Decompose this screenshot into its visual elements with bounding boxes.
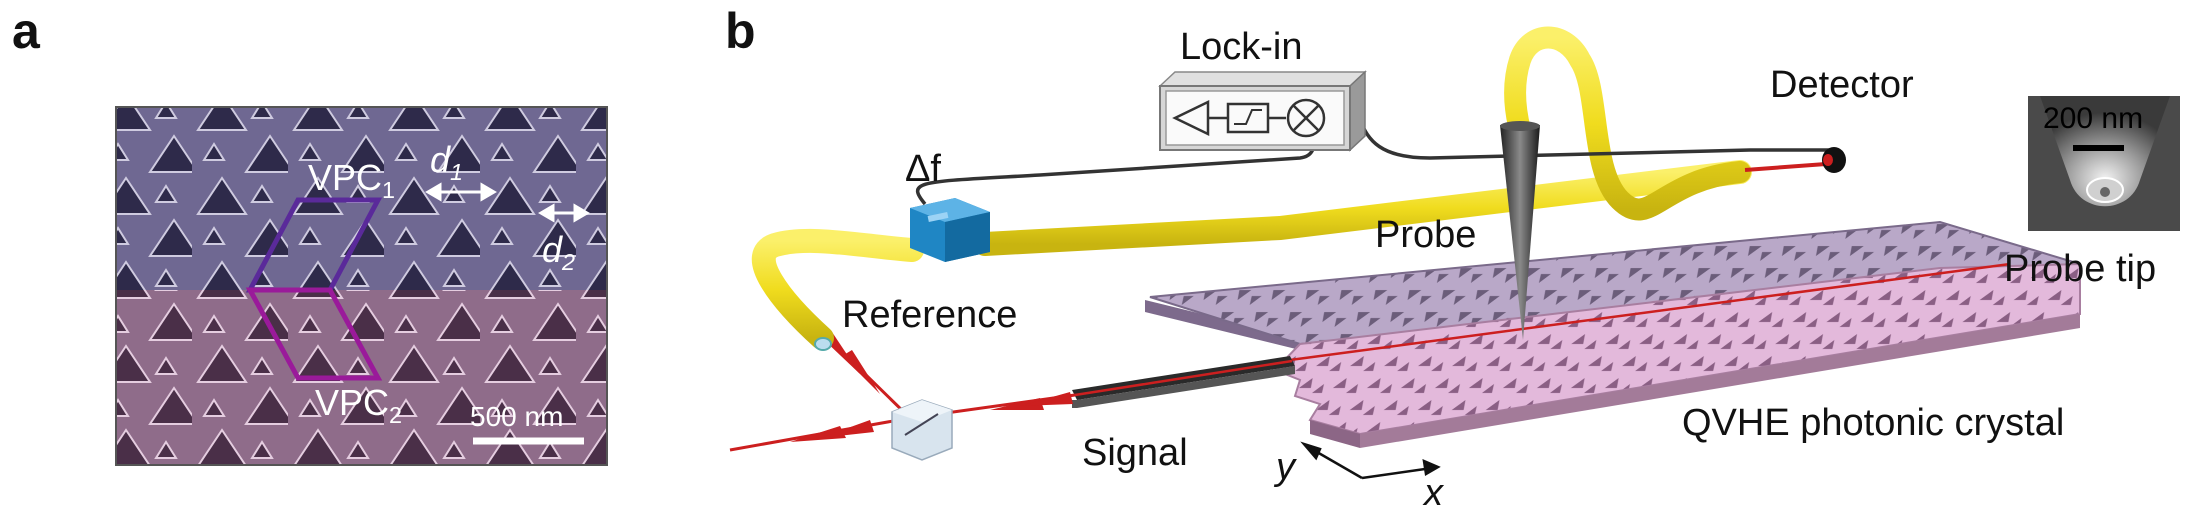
- d1-label: d1: [430, 139, 464, 186]
- beam-splitter-cube: [891, 399, 953, 461]
- mixer-icon: [1286, 98, 1326, 138]
- crystal-upper-side: [1145, 300, 1300, 350]
- domain-wall: [1289, 262, 2011, 362]
- coordinate-axes: [1300, 441, 1441, 480]
- panel-a-letter: a: [12, 3, 40, 59]
- panel-b-letter: b: [725, 3, 756, 59]
- probe-needle: [1500, 125, 1540, 340]
- d1-arrow: [425, 182, 497, 202]
- electrical-cables: [915, 119, 1845, 206]
- axis-x-label: x: [1424, 472, 1443, 514]
- probe-tip-sem: [2028, 96, 2180, 231]
- sem-scale-label: 500 nm: [470, 401, 564, 432]
- fiber-reference-arm: [751, 228, 924, 350]
- probe-top: [1500, 121, 1540, 131]
- vpc2-label: VPC2: [315, 382, 403, 429]
- sem-image: [115, 106, 608, 466]
- crystal-lower-edge: [1310, 420, 1360, 448]
- axis-y-label: y: [1276, 446, 1295, 488]
- d2-label: d2: [542, 229, 576, 276]
- lockin-amplifier: [1158, 70, 1367, 152]
- lockin-label: Lock-in: [1180, 26, 1303, 68]
- frequency-shifter: [910, 198, 990, 262]
- fiber-probe-loop: [1504, 26, 1751, 221]
- detector: [1822, 147, 1846, 173]
- signal-label: Signal: [1082, 432, 1188, 474]
- crystal-lower-side: [1360, 314, 2080, 448]
- probe-label: Probe: [1375, 214, 1477, 256]
- laser-arrow-1: [790, 426, 846, 442]
- fiber-main-arm: [973, 160, 1752, 256]
- reference-label: Reference: [842, 294, 1018, 336]
- tip-scale-label: 200 nm: [2043, 102, 2144, 135]
- detector-fiber: [1744, 162, 1827, 172]
- vpc2-unit-cell: [245, 287, 383, 381]
- sem-frame: [115, 106, 608, 466]
- photonic-crystal: [1145, 220, 2081, 448]
- fiber-endface: [814, 337, 832, 351]
- laser-arrow-5: [842, 350, 880, 394]
- laser-arrow-4: [1020, 392, 1073, 406]
- vpc1-label: VPC1: [308, 157, 396, 204]
- probe-tip-label: Probe tip: [2004, 248, 2157, 290]
- crystal-label: QVHE photonic crystal: [1682, 402, 2065, 444]
- laser-arrow-3: [990, 398, 1044, 410]
- delta-f-label: Δf: [905, 148, 941, 190]
- signal-waveguide: [1072, 356, 1295, 408]
- d2-arrow: [538, 203, 590, 223]
- laser-arrow-2: [820, 420, 874, 438]
- detector-label: Detector: [1770, 64, 1914, 106]
